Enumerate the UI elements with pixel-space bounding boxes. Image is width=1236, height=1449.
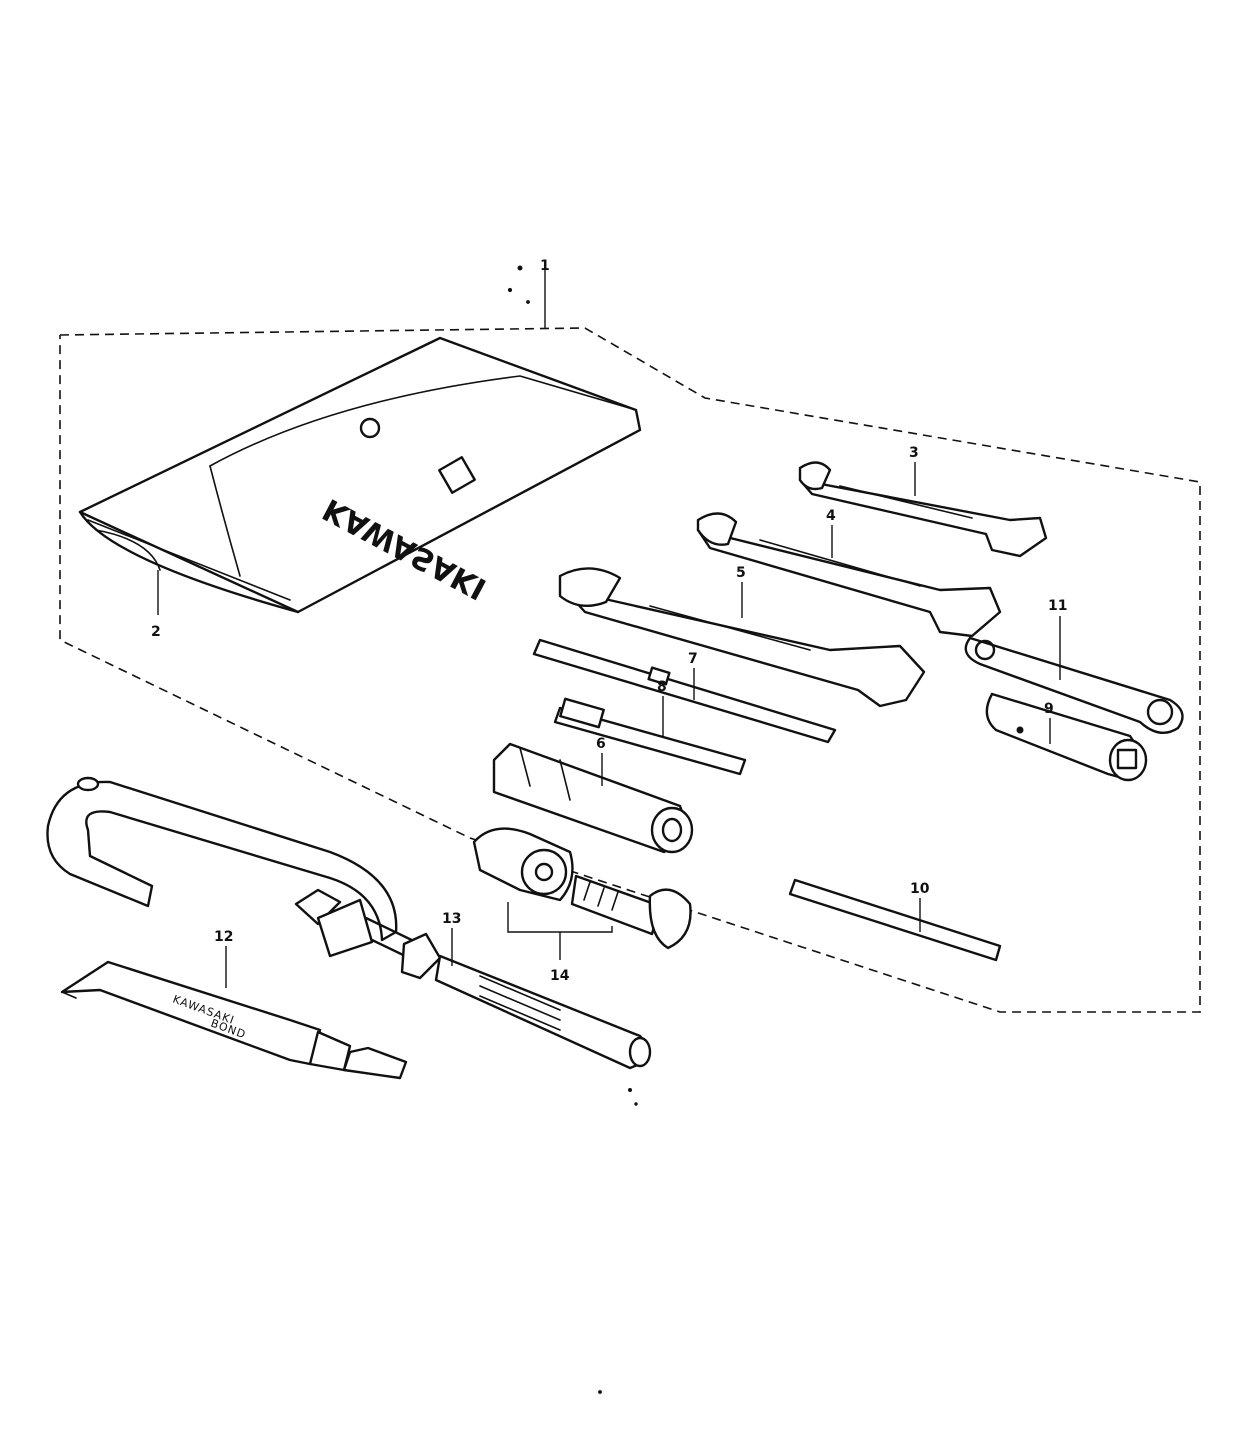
pouch-logo-icon — [438, 456, 476, 494]
scan-specks — [598, 1088, 638, 1394]
tool-pouch: KAWASAKI 2 — [78, 336, 642, 640]
pouch-emblem-icon — [359, 417, 381, 439]
box-wrench: 11 — [964, 598, 1184, 734]
callout-2: 2 — [151, 624, 161, 640]
callout-4: 4 — [826, 508, 836, 524]
wrench-large: 5 — [558, 565, 926, 708]
bond-tube: KAWASAKI BOND 12 — [60, 929, 408, 1080]
callout-5: 5 — [736, 565, 746, 581]
hook-spanner — [46, 776, 398, 942]
callout-13: 13 — [442, 911, 461, 927]
callout-9: 9 — [1044, 701, 1054, 717]
callout-8: 8 — [657, 679, 667, 695]
item-1-marker: 1 — [507, 258, 550, 304]
wrench-medium: 4 — [696, 508, 1002, 638]
puller-nut-and-bolt: 14 — [472, 827, 692, 984]
callout-14: 14 — [550, 968, 570, 984]
wrench-small: 3 — [798, 445, 1048, 558]
puller-bolt: 13 — [294, 888, 652, 1070]
kit-boundary — [59, 262, 1201, 1013]
screwdriver-handle: 6 — [492, 736, 694, 854]
callout-7: 7 — [688, 651, 698, 667]
callout-11: 11 — [1048, 598, 1067, 614]
screwdriver-shaft-a: 7 — [532, 638, 837, 744]
screwdriver-shaft-b: 8 — [553, 679, 747, 776]
callout-6: 6 — [596, 736, 606, 752]
callout-10: 10 — [910, 881, 930, 897]
plug-socket: 9 — [985, 692, 1148, 782]
tommy-bar: 10 — [788, 878, 1002, 962]
callout-12: 12 — [214, 929, 233, 945]
callout-3: 3 — [909, 445, 919, 461]
callout-1: 1 — [540, 258, 550, 274]
